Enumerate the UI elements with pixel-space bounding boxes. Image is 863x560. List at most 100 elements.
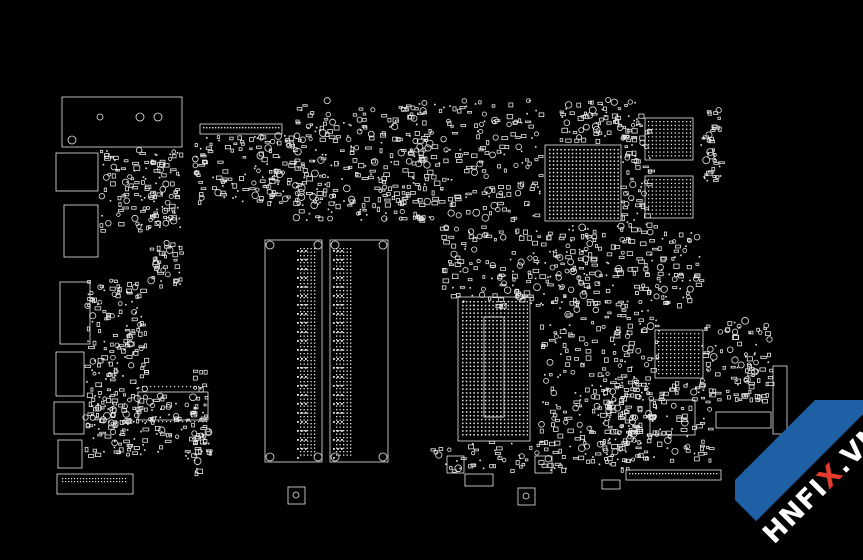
solder-pad: [336, 412, 338, 414]
solder-pad: [503, 335, 506, 337]
component-outline: [561, 455, 566, 459]
solder-pad: [297, 358, 299, 360]
solder-pad: [648, 140, 650, 142]
solder-pad: [346, 353, 348, 355]
solder-pad: [350, 405, 352, 407]
solder-pad: [477, 342, 479, 345]
solder-pad: [666, 349, 668, 351]
solder-pad: [462, 418, 464, 421]
solder-pad: [496, 380, 498, 383]
component-outline: [120, 348, 126, 354]
solder-pad: [418, 103, 421, 105]
solder-pad: [336, 342, 338, 344]
solder-pad: [161, 206, 164, 208]
solder-pad: [339, 409, 341, 411]
solder-pad: [484, 331, 487, 333]
component-pad: [538, 421, 545, 428]
component-outline: [200, 427, 207, 430]
solder-pad: [336, 269, 338, 271]
solder-pad: [678, 136, 680, 138]
solder-pad: [689, 179, 692, 181]
solder-pad: [337, 304, 339, 306]
solder-pad: [556, 156, 559, 159]
component-outline: [601, 349, 606, 354]
component-outline: [589, 271, 596, 276]
solder-pad: [300, 433, 302, 435]
solder-pad: [500, 369, 502, 371]
component-outline: [491, 188, 496, 193]
solder-pad: [343, 423, 345, 425]
solder-pad: [488, 331, 491, 333]
solder-pad: [153, 259, 156, 262]
component-outline: [88, 401, 92, 407]
component-pad: [506, 121, 512, 128]
component-outline: [132, 406, 136, 410]
component-pad: [425, 139, 434, 148]
solder-pad: [655, 121, 657, 123]
component-outline: [171, 215, 178, 221]
component-pad: [706, 367, 711, 372]
component-pad: [620, 250, 625, 255]
component-outline: [551, 422, 555, 428]
component-outline: [166, 402, 172, 408]
solder-pad: [336, 325, 338, 327]
component-outline: [118, 403, 125, 408]
solder-pad: [187, 451, 190, 454]
solder-pad: [594, 202, 597, 204]
solder-pad: [327, 176, 329, 179]
component-pad: [576, 275, 582, 281]
solder-pad: [307, 381, 309, 383]
component-outline: [549, 409, 556, 414]
solder-pad: [631, 144, 633, 146]
solder-pad: [91, 320, 94, 323]
component-outline: [529, 446, 533, 450]
solder-pad: [307, 279, 309, 281]
solder-pad: [103, 450, 105, 453]
component-pad: [619, 424, 624, 429]
component-pad: [201, 433, 207, 439]
solder-pad: [503, 399, 506, 402]
solder-pad: [297, 268, 299, 270]
solder-pad: [324, 183, 327, 186]
solder-pad: [484, 377, 487, 379]
solder-pad: [337, 250, 339, 252]
component-outline: [396, 137, 403, 142]
solder-pad: [575, 149, 578, 151]
solder-pad: [686, 201, 688, 204]
component-outline: [113, 367, 118, 373]
solder-pad: [587, 171, 589, 174]
component-outline: [620, 314, 627, 318]
solder-pad: [301, 295, 303, 297]
solder-pad: [678, 147, 680, 149]
solder-pad: [307, 349, 309, 351]
component-outline: [384, 202, 391, 208]
solder-pad: [617, 160, 619, 162]
solder-pad: [662, 345, 664, 347]
component-outline: [432, 196, 439, 201]
component-outline: [327, 129, 333, 134]
solder-pad: [131, 353, 134, 356]
solder-pad: [156, 208, 158, 211]
solder-pad: [659, 205, 661, 207]
solder-pad: [575, 152, 578, 155]
solder-pad: [515, 426, 517, 428]
solder-pad: [462, 300, 465, 302]
solder-pad: [103, 340, 106, 343]
solder-pad: [579, 431, 582, 433]
component-outline: [547, 283, 554, 287]
solder-pad: [662, 473, 664, 475]
component-outline: [599, 117, 604, 122]
component-outline: [460, 242, 467, 245]
solder-pad: [233, 127, 235, 129]
solder-pad: [462, 373, 464, 375]
component-pad: [458, 152, 464, 158]
component-pad: [555, 274, 562, 281]
component-pad: [578, 127, 585, 134]
solder-pad: [336, 283, 338, 285]
component-outline: [661, 295, 665, 300]
solder-pad: [606, 168, 608, 170]
solder-pad: [339, 412, 341, 414]
solder-pad: [212, 176, 214, 179]
solder-pad: [690, 337, 692, 339]
solder-pad: [575, 194, 578, 197]
